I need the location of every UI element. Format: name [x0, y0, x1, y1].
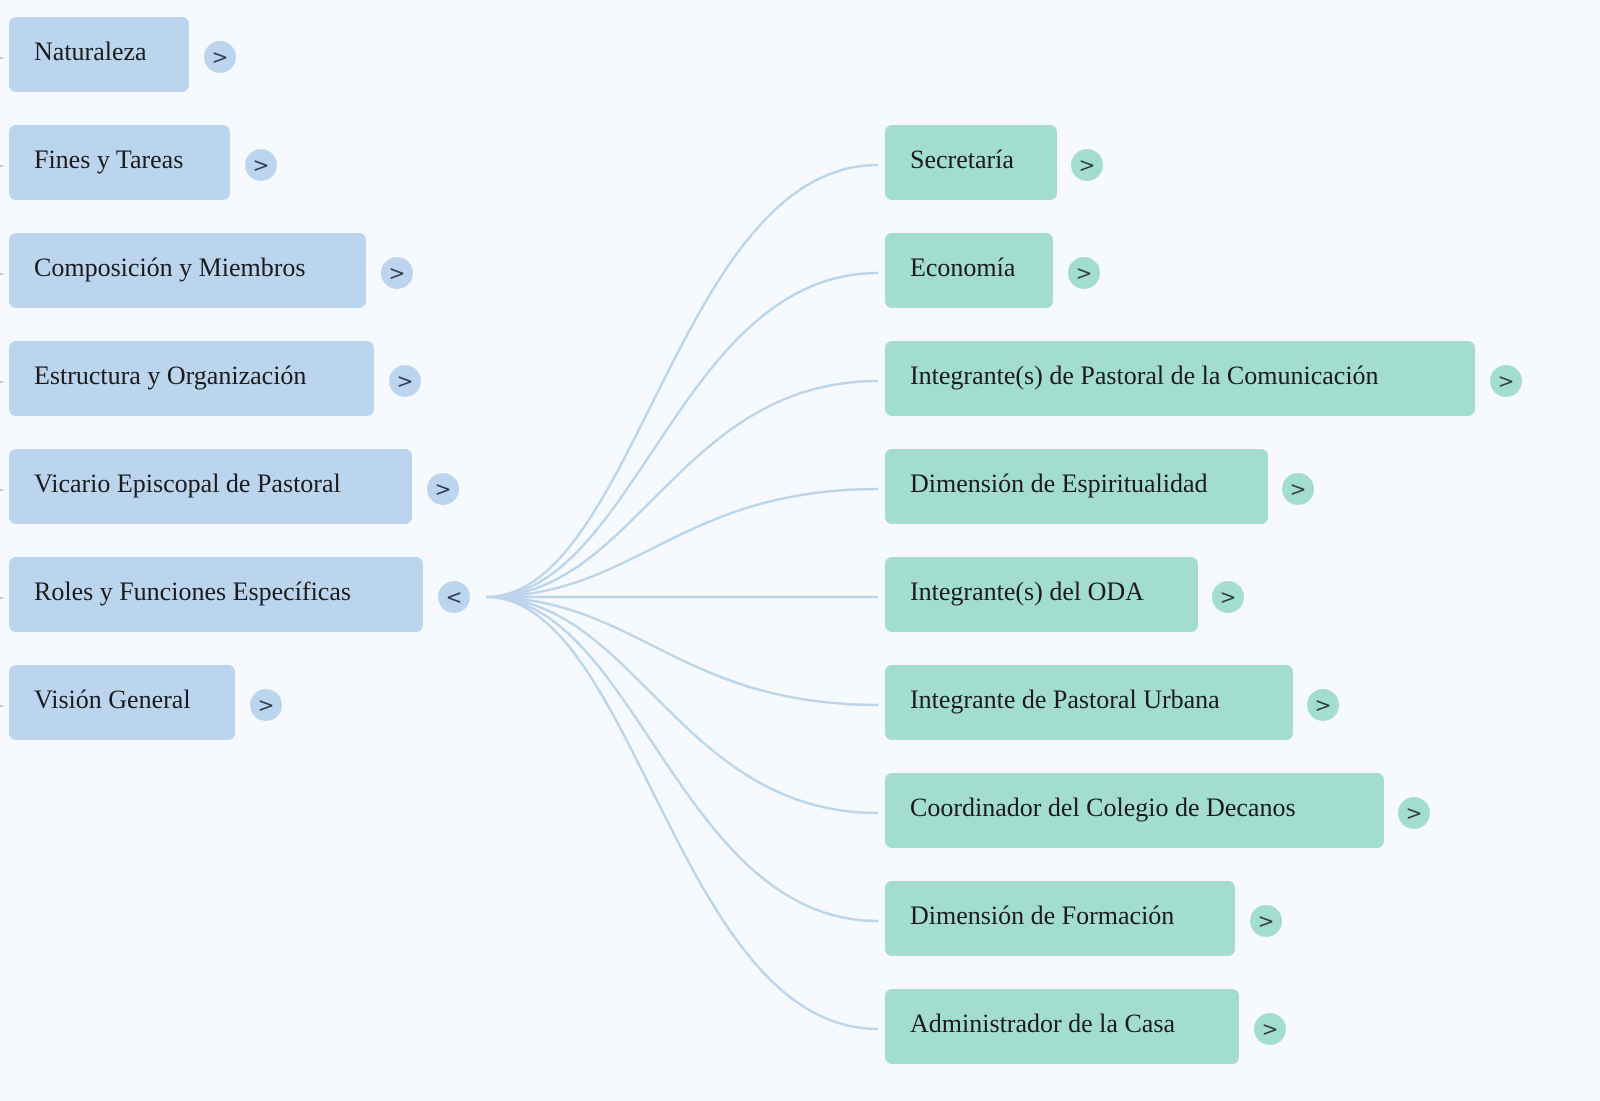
node-label: Integrante de Pastoral Urbana: [910, 684, 1220, 714]
edge-tick: [0, 489, 3, 491]
expand-toggle-economia[interactable]: >: [1068, 257, 1100, 289]
node-label: Naturaleza: [34, 36, 147, 66]
node-roles-y-funciones[interactable]: Roles y Funciones Específicas: [9, 557, 423, 632]
node-label: Economía: [910, 252, 1016, 282]
connector-line: [485, 163, 879, 599]
node-pastoral-urbana[interactable]: Integrante de Pastoral Urbana: [885, 665, 1293, 740]
node-economia[interactable]: Economía: [885, 233, 1053, 308]
collapse-toggle-roles[interactable]: <: [438, 581, 470, 613]
node-label: Dimensión de Formación: [910, 900, 1175, 930]
connector-line: [485, 595, 879, 923]
edge-tick: [0, 165, 3, 167]
node-label: Fines y Tareas: [34, 144, 184, 174]
node-label: Coordinador del Colegio de Decanos: [910, 792, 1296, 822]
connector-line: [485, 379, 879, 599]
node-integrantes-oda[interactable]: Integrante(s) del ODA: [885, 557, 1198, 632]
node-secretaria[interactable]: Secretaría: [885, 125, 1057, 200]
node-vision-general[interactable]: Visión General: [9, 665, 235, 740]
expand-toggle-estructura[interactable]: >: [389, 365, 421, 397]
connector-line: [485, 271, 879, 599]
node-label: Integrante(s) de Pastoral de la Comunica…: [910, 360, 1379, 390]
node-estructura-y-organizacion[interactable]: Estructura y Organización: [9, 341, 374, 416]
expand-toggle-administrador[interactable]: >: [1254, 1013, 1286, 1045]
node-fines-y-tareas[interactable]: Fines y Tareas: [9, 125, 230, 200]
node-label: Integrante(s) del ODA: [910, 576, 1144, 606]
expand-toggle-formacion[interactable]: >: [1250, 905, 1282, 937]
node-composicion-y-miembros[interactable]: Composición y Miembros: [9, 233, 366, 308]
expand-toggle-fines-y-tareas[interactable]: >: [245, 149, 277, 181]
expand-toggle-vision-general[interactable]: >: [250, 689, 282, 721]
node-label: Visión General: [34, 684, 191, 714]
expand-toggle-naturaleza[interactable]: >: [204, 41, 236, 73]
expand-toggle-espiritualidad[interactable]: >: [1282, 473, 1314, 505]
expand-toggle-vicario[interactable]: >: [427, 473, 459, 505]
node-vicario-episcopal[interactable]: Vicario Episcopal de Pastoral: [9, 449, 412, 524]
connector-line: [485, 595, 879, 1031]
expand-toggle-composicion[interactable]: >: [381, 257, 413, 289]
edge-tick: [0, 273, 3, 275]
expand-toggle-pastoral-urbana[interactable]: >: [1307, 689, 1339, 721]
edge-tick: [0, 705, 3, 707]
node-pastoral-comunicacion[interactable]: Integrante(s) de Pastoral de la Comunica…: [885, 341, 1475, 416]
edge-tick: [0, 57, 3, 59]
connector-line: [485, 595, 879, 707]
node-label: Composición y Miembros: [34, 252, 306, 282]
connector-line: [485, 595, 879, 815]
edge-tick: [0, 597, 3, 599]
expand-toggle-oda[interactable]: >: [1212, 581, 1244, 613]
node-label: Administrador de la Casa: [910, 1008, 1175, 1038]
expand-toggle-pastoral-comunicacion[interactable]: >: [1490, 365, 1522, 397]
node-label: Estructura y Organización: [34, 360, 307, 390]
node-naturaleza[interactable]: Naturaleza: [9, 17, 189, 92]
node-coordinador-decanos[interactable]: Coordinador del Colegio de Decanos: [885, 773, 1384, 848]
node-dimension-espiritualidad[interactable]: Dimensión de Espiritualidad: [885, 449, 1268, 524]
node-dimension-formacion[interactable]: Dimensión de Formación: [885, 881, 1235, 956]
node-label: Dimensión de Espiritualidad: [910, 468, 1208, 498]
expand-toggle-secretaria[interactable]: >: [1071, 149, 1103, 181]
edge-tick: [0, 381, 3, 383]
node-label: Secretaría: [910, 144, 1014, 174]
node-label: Roles y Funciones Específicas: [34, 576, 351, 606]
node-label: Vicario Episcopal de Pastoral: [34, 468, 341, 498]
node-administrador-casa[interactable]: Administrador de la Casa: [885, 989, 1239, 1064]
connector-line: [485, 487, 879, 599]
expand-toggle-decanos[interactable]: >: [1398, 797, 1430, 829]
